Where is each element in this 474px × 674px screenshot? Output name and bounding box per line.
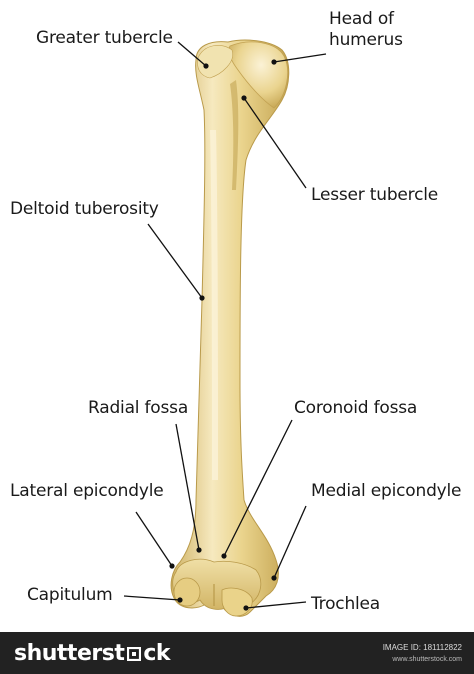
greater-tubercle-shape <box>197 45 233 79</box>
leader-lines <box>123 41 327 609</box>
stock-footer: shutterst ck IMAGE ID: 181112822 www.shut… <box>0 632 474 674</box>
brand-o-icon <box>127 647 142 661</box>
label-lateral-epicondyle: Lateral epicondyle <box>10 481 164 501</box>
brand-logo: shutterst ck <box>14 641 171 666</box>
humerus-bone <box>170 39 290 617</box>
dot-greater-tubercle <box>203 63 209 69</box>
label-radial-fossa: Radial fossa <box>88 398 189 418</box>
leader-deltoid <box>147 223 203 299</box>
dot-capitulum <box>177 597 183 603</box>
pointer-dots <box>169 59 277 611</box>
label-medial-epicondyle: Medial epicondyle <box>311 481 462 501</box>
brand-text-left: shutterst <box>14 641 125 666</box>
brand-text-right: ck <box>143 641 171 666</box>
leader-capitulum <box>123 595 181 601</box>
leader-trochlea <box>245 601 307 609</box>
label-coronoid-fossa: Coronoid fossa <box>294 398 418 418</box>
dot-lateral-epicondyle <box>169 563 175 569</box>
dot-radial-fossa <box>196 547 202 553</box>
site-url: www.shutterstock.com <box>392 656 462 663</box>
dot-medial-epicondyle <box>271 575 277 581</box>
dot-deltoid <box>199 295 205 301</box>
diagram-canvas: Greater tubercle Head of humerus Lesser … <box>10 9 462 617</box>
leader-radial-fossa <box>175 423 200 551</box>
label-trochlea: Trochlea <box>311 594 381 614</box>
label-deltoid-tuberosity: Deltoid tuberosity <box>10 199 159 219</box>
leader-head <box>273 53 327 63</box>
dot-lesser-tubercle <box>241 95 247 101</box>
leader-lesser-tubercle <box>243 97 307 189</box>
label-lesser-tubercle: Lesser tubercle <box>311 185 439 205</box>
intertubercular-groove <box>230 80 239 190</box>
shaft-highlight <box>210 130 218 480</box>
image-id: IMAGE ID: 181112822 <box>382 643 462 652</box>
label-greater-tubercle: Greater tubercle <box>36 28 173 48</box>
dot-head <box>271 59 277 65</box>
humerus-diagram <box>123 39 327 617</box>
humerus-head <box>228 41 288 109</box>
label-capitulum: Capitulum <box>27 585 113 605</box>
leader-medial-epicondyle <box>273 505 307 579</box>
leader-greater-tubercle <box>177 41 207 67</box>
leader-lateral-epicondyle <box>135 511 173 567</box>
label-head-of-humerus: Head of humerus <box>329 9 403 50</box>
dot-trochlea <box>243 605 249 611</box>
leader-coronoid-fossa <box>223 419 293 557</box>
capitulum-shape <box>173 577 201 607</box>
dot-coronoid-fossa <box>221 553 227 559</box>
